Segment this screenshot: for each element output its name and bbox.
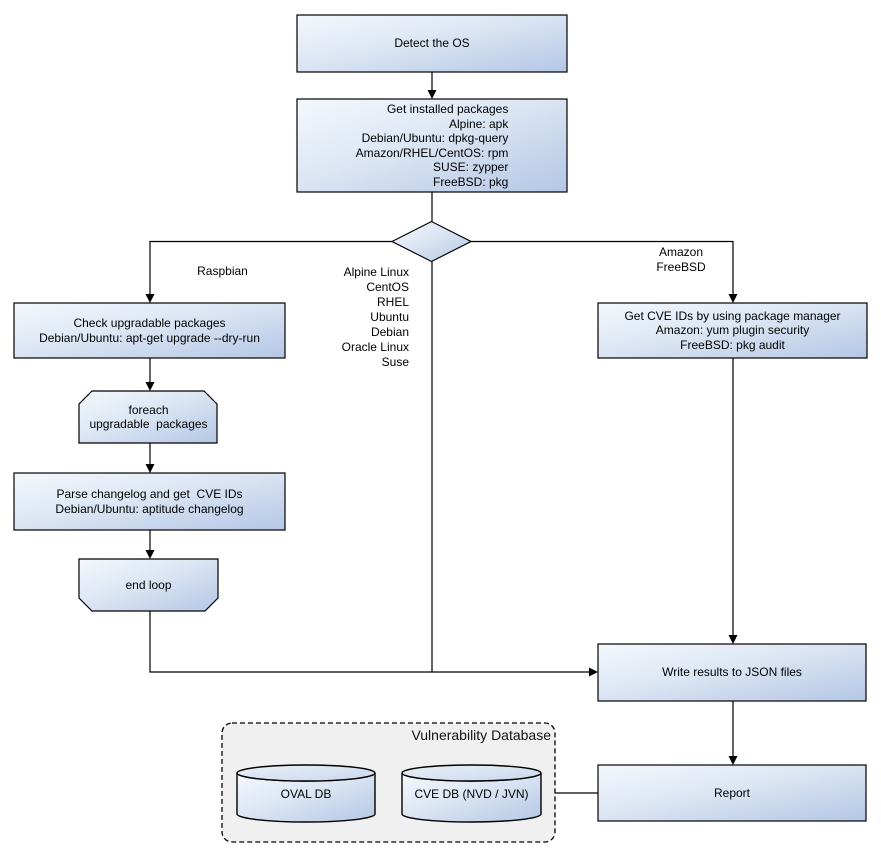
cve-db-label: CVE DB (NVD / JVN) <box>414 786 529 801</box>
arrowhead-icon <box>145 464 155 473</box>
node-get-installed-packages-shape <box>296 98 568 193</box>
arrowhead-icon <box>145 294 155 303</box>
node-parse-changelog: Parse changelog and get CVE IDs Debian/U… <box>14 473 285 530</box>
node-check-upgradable: Check upgradable packages Debian/Ubuntu:… <box>14 303 285 358</box>
node-detect-os-label: Detect the OS <box>394 36 470 51</box>
node-check-upgradable-shape <box>13 302 286 359</box>
decision-diamond-shape <box>390 220 473 263</box>
arrowhead-icon <box>145 382 155 391</box>
node-report: Report <box>598 765 866 821</box>
cve-db: CVE DB (NVD / JVN) <box>402 778 541 810</box>
oval-db-cylinder-top <box>236 764 376 782</box>
node-get-cve-ids-shape <box>597 302 868 359</box>
node-report-shape <box>597 764 867 822</box>
node-check-upgradable-label: Check upgradable packages Debian/Ubuntu:… <box>39 316 260 345</box>
node-report-label: Report <box>713 785 751 800</box>
vulnerability-database-title: Vulnerability Database <box>411 727 551 743</box>
node-write-json: Write results to JSON files <box>598 644 866 701</box>
node-get-installed-packages: Get installed packages Alpine: apk Debia… <box>297 99 567 192</box>
arrowhead-icon <box>728 756 738 765</box>
arrowhead-icon <box>589 667 598 677</box>
edge-label-os-list: Alpine Linux CentOS RHEL Ubuntu Debian O… <box>341 265 409 369</box>
arrowhead-icon <box>728 635 738 644</box>
node-foreach-loop: foreach upgradable packages <box>79 391 218 443</box>
node-get-installed-packages-label: Get installed packages Alpine: apk Debia… <box>355 102 509 189</box>
node-write-json-shape <box>597 643 867 702</box>
node-detect-os: Detect the OS <box>297 15 567 72</box>
cve-db-cylinder-top <box>401 764 542 782</box>
oval-db: OVAL DB <box>237 778 375 810</box>
arrowhead-icon <box>728 294 738 303</box>
node-detect-os-shape <box>296 14 568 73</box>
node-get-cve-ids: Get CVE IDs by using package manager Ama… <box>598 303 867 358</box>
node-foreach-loop-shape <box>78 390 218 444</box>
node-foreach-loop-label: foreach upgradable packages <box>89 402 208 432</box>
edge-decision-to-get-cve <box>471 240 734 295</box>
node-end-loop-label: end loop <box>125 577 172 592</box>
node-parse-changelog-shape <box>13 472 286 531</box>
node-parse-changelog-label: Parse changelog and get CVE IDs Debian/U… <box>55 487 244 516</box>
arrowhead-icon <box>145 550 155 559</box>
node-write-json-label: Write results to JSON files <box>662 665 802 680</box>
oval-db-label: OVAL DB <box>280 786 332 801</box>
edge-decision-to-check-upgradable <box>149 240 392 295</box>
edge-endloop-to-write-json <box>149 611 590 673</box>
arrowheads <box>145 90 738 765</box>
arrowhead-icon <box>427 90 437 99</box>
node-get-cve-ids-label: Get CVE IDs by using package manager Ama… <box>624 308 841 352</box>
node-end-loop: end loop <box>79 559 218 611</box>
node-end-loop-shape <box>78 558 219 612</box>
edge-label-raspbian: Raspbian <box>197 264 248 278</box>
connector-lines <box>149 72 734 794</box>
edge-label-amazon-freebsd: Amazon FreeBSD <box>656 245 706 274</box>
